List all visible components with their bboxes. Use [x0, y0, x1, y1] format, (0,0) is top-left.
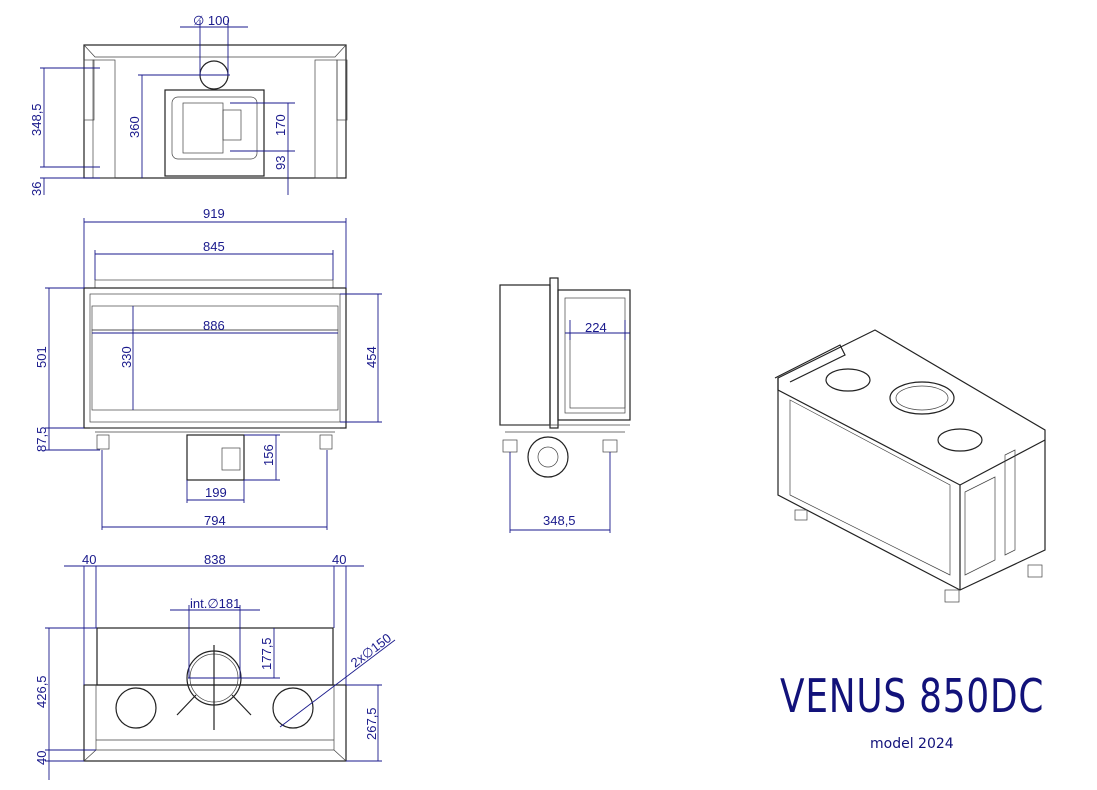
bottom-view	[45, 565, 396, 780]
dim-side-height: 454	[364, 346, 379, 368]
dim-side-feet-span: 348,5	[543, 513, 576, 528]
dim-bottom-depth: 426,5	[34, 675, 49, 708]
dim-top-width: 845	[203, 239, 225, 254]
dim-348-5-top: 348,5	[29, 103, 44, 136]
front-view	[45, 218, 382, 530]
dim-outlets: 2x∅150	[348, 630, 394, 670]
dim-bottom-width: 838	[204, 552, 226, 567]
dim-glass-width: 886	[203, 318, 225, 333]
dim-right-margin: 40	[332, 552, 346, 567]
dim-36: 36	[29, 182, 44, 196]
dim-bottom-margin: 40	[34, 751, 49, 765]
dim-box-height: 156	[261, 444, 276, 466]
dim-int-diameter: int.∅181	[190, 596, 240, 611]
isometric-view	[774, 329, 1046, 603]
dim-box-width: 199	[205, 485, 227, 500]
top-view	[40, 20, 348, 195]
dim-feet: 87,5	[34, 427, 49, 452]
dim-overall-width: 919	[203, 206, 225, 221]
model-year: model 2024	[870, 736, 954, 752]
dim-height: 501	[34, 346, 49, 368]
dim-170: 170	[273, 114, 288, 136]
side-view	[499, 277, 631, 533]
model-name: VENUS 850DC	[780, 670, 1044, 724]
dim-outlet-offset: 267,5	[364, 707, 379, 740]
dim-left-margin: 40	[82, 552, 96, 567]
dim-360: 360	[127, 116, 142, 138]
dim-pipe-diameter: ∅ 100	[193, 13, 230, 28]
dim-feet-span: 794	[204, 513, 226, 528]
dim-side-depth: 224	[585, 320, 607, 335]
dim-glass-height: 330	[119, 346, 134, 368]
dim-93: 93	[273, 156, 288, 170]
dim-offset: 177,5	[259, 637, 274, 670]
